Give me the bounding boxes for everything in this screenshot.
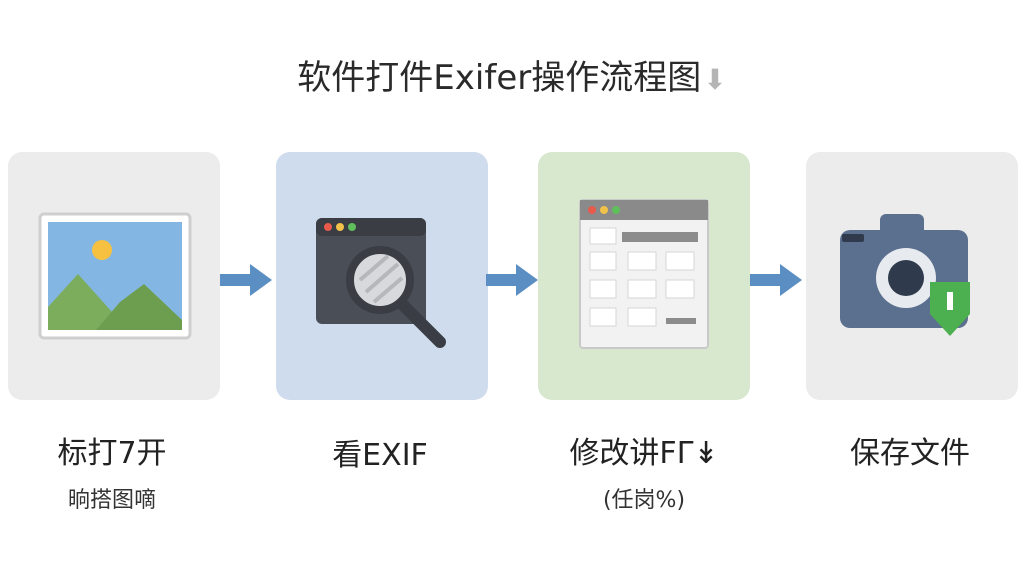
- step-sublabel-open: 晌搭图嘀: [67, 488, 156, 513]
- step-card-modify: [538, 152, 750, 400]
- down-arrow-icon: ⬇: [703, 63, 727, 96]
- step-card-view: [276, 152, 488, 400]
- step-sublabel-modify: (任岗%): [602, 488, 686, 513]
- right-arrow-icon: [220, 264, 272, 296]
- spreadsheet-icon: [579, 199, 709, 349]
- step-label-view: 看EXIF: [332, 438, 428, 473]
- camera-save-icon: [840, 214, 970, 336]
- magnifier-window-icon: [316, 218, 446, 348]
- right-arrow-icon: [486, 264, 538, 296]
- diagram-title: 软件打件Exifer操作流程图⬇: [0, 50, 1024, 99]
- image-icon: [38, 212, 192, 340]
- diagram-title-text: 软件打件Exifer操作流程图: [297, 58, 702, 98]
- step-label-open: 标打7开: [57, 436, 167, 471]
- step-label-save: 保存文件: [850, 436, 970, 471]
- step-card-open: [8, 152, 220, 400]
- right-arrow-icon: [750, 264, 802, 296]
- step-card-save: [806, 152, 1018, 400]
- step-label-modify: 修改讲FΓ↡: [569, 436, 719, 471]
